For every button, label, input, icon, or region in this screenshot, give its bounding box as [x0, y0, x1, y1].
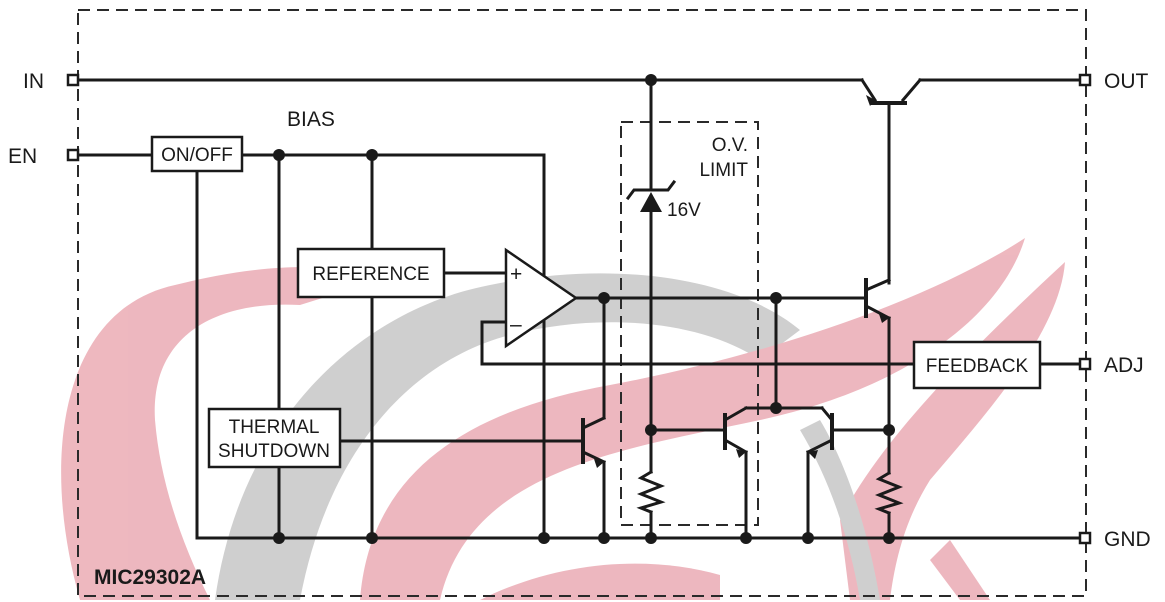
- pin-out-label: OUT: [1104, 70, 1149, 93]
- ov-resistor: [636, 469, 666, 514]
- zener-diode-icon: [625, 179, 677, 212]
- reference-block: [296, 247, 446, 299]
- circuit-wires: [76, 77, 1082, 540]
- divider-resistor: [874, 470, 904, 515]
- minus-sign: –: [510, 313, 522, 336]
- ov-label-1: O.V.: [712, 135, 748, 156]
- ov-limit-outline: [620, 121, 759, 526]
- pin-out: [1078, 73, 1092, 87]
- pin-in: [66, 73, 80, 87]
- on-off-label: ON/OFF: [161, 145, 233, 166]
- error-amplifier: [504, 247, 579, 349]
- thermal-label-2: SHUTDOWN: [218, 441, 330, 462]
- pin-en: [66, 148, 80, 162]
- thermal-shutdown-block: [207, 407, 342, 469]
- feedback-label: FEEDBACK: [926, 356, 1029, 377]
- pin-adj: [1078, 357, 1092, 371]
- part-number: MIC29302A: [94, 566, 206, 589]
- pin-en-label: EN: [8, 145, 37, 168]
- ov-label-2: LIMIT: [699, 160, 748, 181]
- on-off-block: [150, 135, 244, 173]
- reference-label: REFERENCE: [312, 264, 429, 285]
- pin-gnd-label: GND: [1104, 528, 1151, 551]
- pin-in-label: IN: [23, 70, 44, 93]
- plus-sign: +: [510, 263, 522, 286]
- pin-adj-label: ADJ: [1104, 354, 1144, 377]
- thermal-label-1: THERMAL: [229, 417, 320, 438]
- feedback-block: [912, 340, 1042, 390]
- zener-voltage-label: 16V: [667, 200, 701, 221]
- bias-label: BIAS: [287, 108, 335, 131]
- junction-dots: [273, 74, 895, 544]
- pin-gnd: [1078, 531, 1092, 545]
- package-outline: [77, 9, 1087, 597]
